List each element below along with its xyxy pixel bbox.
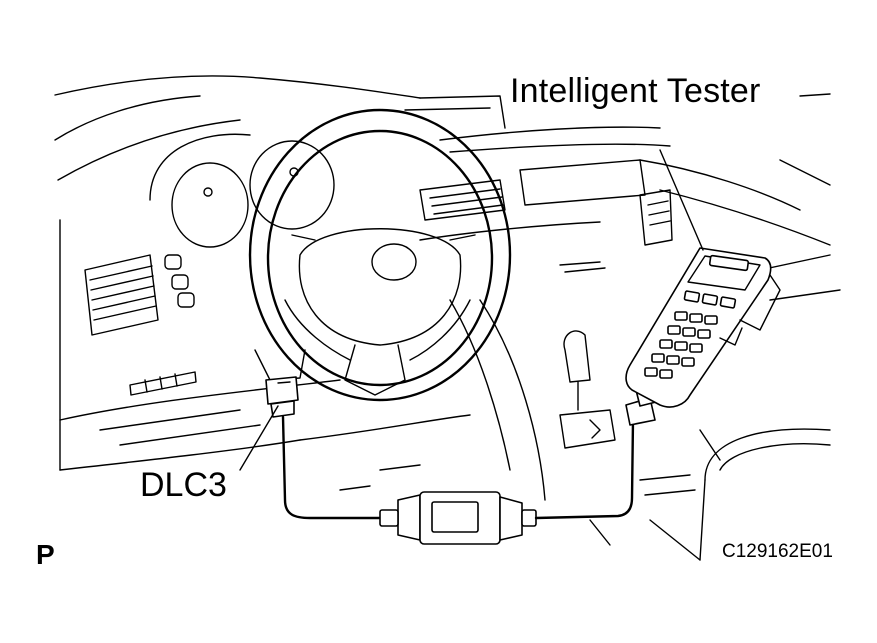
tester-leader-line bbox=[659, 149, 704, 251]
dlc3-leader-line bbox=[239, 405, 279, 471]
view-mark-label: P bbox=[36, 539, 55, 570]
dash-switches bbox=[129, 254, 197, 396]
dashboard-outline bbox=[54, 75, 841, 471]
instrument-cluster bbox=[149, 133, 335, 248]
center-vents bbox=[419, 159, 673, 501]
gear-shifter bbox=[559, 330, 696, 496]
cable-dlc3 bbox=[281, 415, 402, 520]
driver-seat bbox=[589, 428, 831, 561]
figure-code-label: C129162E01 bbox=[722, 541, 833, 562]
dlc3-connector bbox=[265, 376, 299, 418]
steering-column bbox=[254, 349, 306, 381]
tester-label-underline bbox=[799, 93, 831, 97]
intelligent-tester-label: Intelligent Tester bbox=[510, 72, 761, 110]
steering-wheel bbox=[248, 108, 512, 402]
interface-module bbox=[379, 491, 537, 545]
intelligent-tester-device bbox=[625, 247, 781, 408]
floor-lines bbox=[299, 414, 471, 491]
dlc3-label: DLC3 bbox=[140, 466, 227, 504]
tester-keypad bbox=[644, 311, 718, 379]
cable-tester bbox=[534, 418, 635, 520]
left-air-vent bbox=[84, 254, 159, 336]
